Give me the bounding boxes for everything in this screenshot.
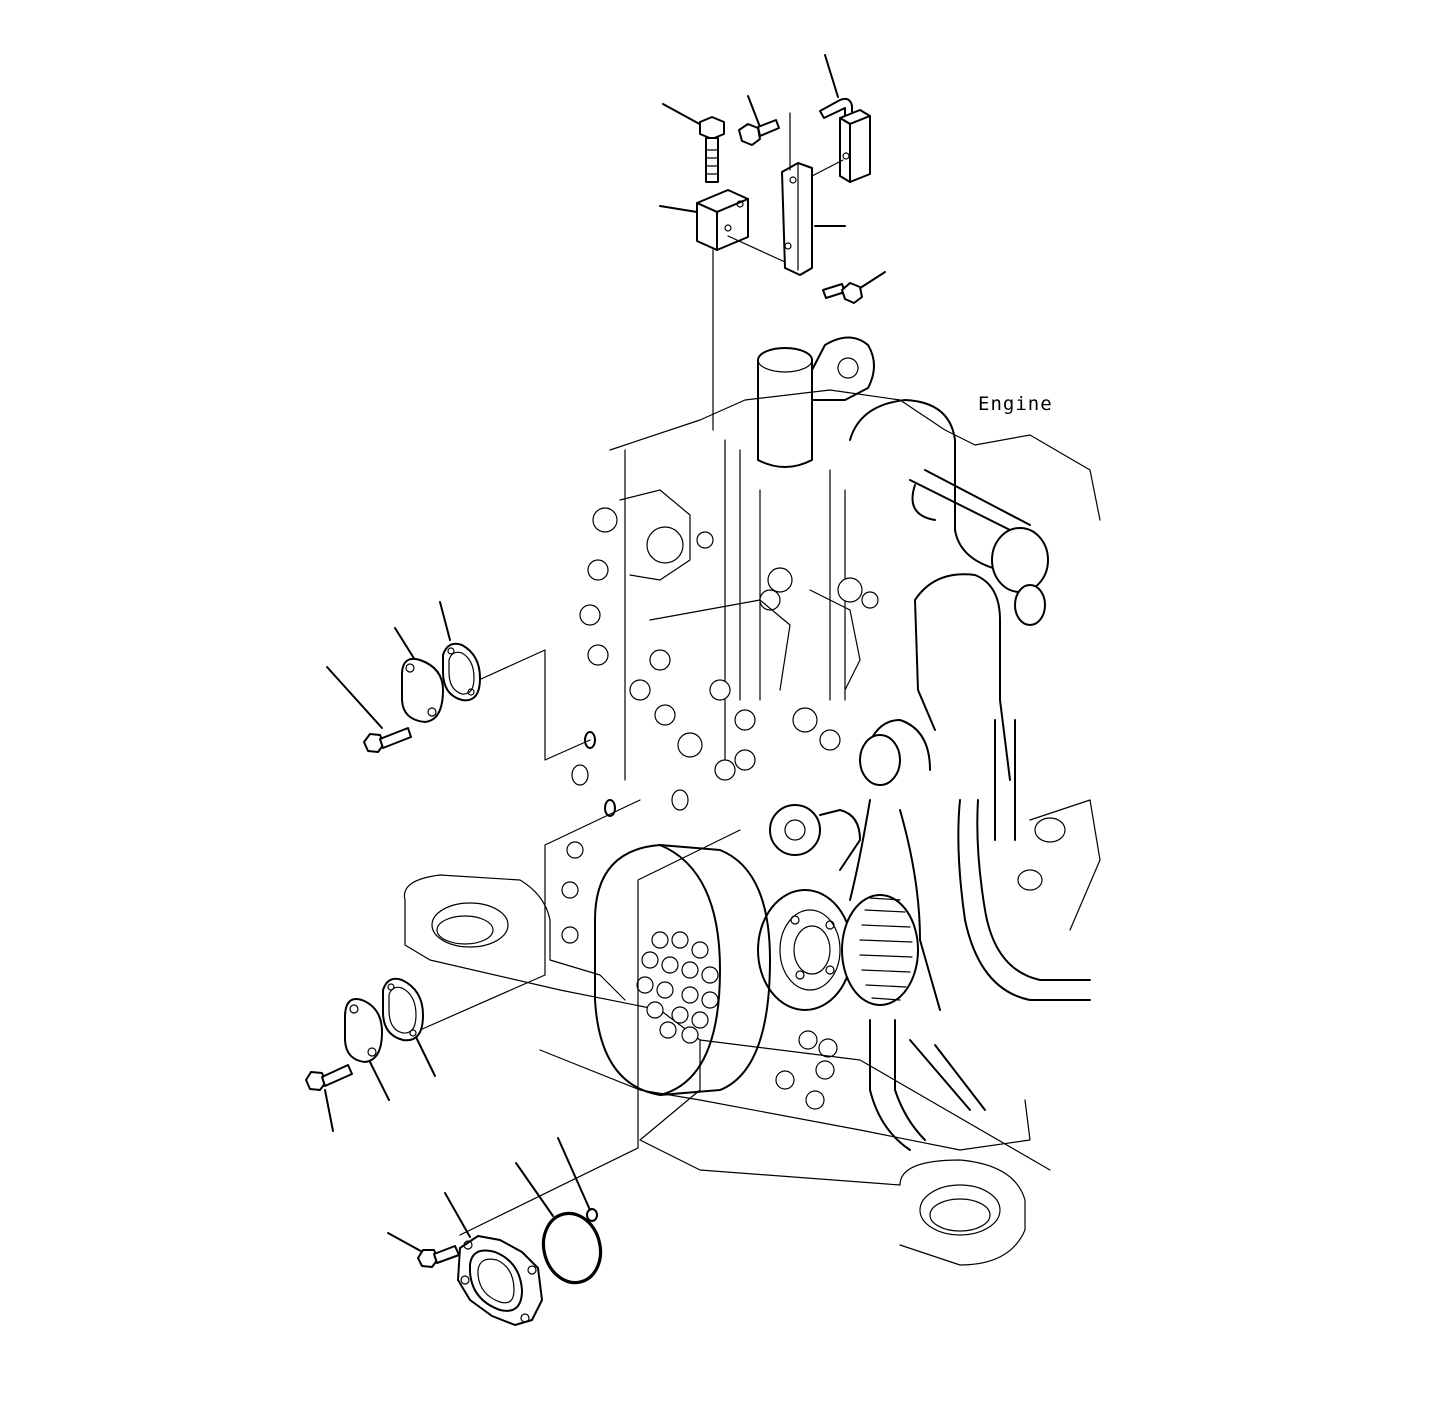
crank-pulley: [757, 889, 853, 1011]
lower-bolts: [561, 841, 838, 1110]
seal-housing-bolt: [417, 1245, 460, 1268]
lower-cover-bolt: [305, 1064, 353, 1091]
left-ports: [579, 489, 714, 666]
upper-cover-gasket: [442, 642, 481, 702]
seal-housing: [457, 1235, 543, 1326]
upper-cover-bolt: [363, 727, 412, 753]
l-pin: [819, 97, 853, 119]
flywheel-housing: [594, 844, 771, 1096]
bracket-plate: [781, 112, 844, 276]
intake-pipe: [849, 399, 1049, 593]
long-bolt: [699, 116, 725, 183]
right-hoses: [957, 719, 1101, 1001]
flywheel-bolt-cluster: [636, 931, 719, 1044]
upper-cover-plate: [401, 657, 444, 723]
left-block: [696, 189, 786, 431]
filter-canister: [757, 347, 813, 468]
lower-cover-plate: [344, 998, 383, 1063]
seal-housing-group: [387, 829, 741, 1326]
right-block: [839, 109, 871, 183]
lower-pipe: [869, 1019, 986, 1151]
lifting-eye: [811, 336, 875, 401]
pulley-tensioner: [769, 804, 861, 871]
upper-cover-group: [326, 601, 591, 761]
lower-cover-gasket: [382, 977, 424, 1042]
engine-label: Engine: [978, 393, 1053, 415]
center-fittings: [629, 567, 879, 781]
o-ring-small: [586, 1208, 598, 1222]
engine-frame: [403, 874, 1051, 1266]
alternator: [849, 719, 941, 1011]
engine-body: [561, 336, 1101, 1151]
short-bolt-top: [738, 119, 780, 146]
block-o-rings: [571, 731, 689, 817]
fan-pulley: [841, 894, 919, 1006]
elbow-pipe: [914, 573, 1046, 781]
o-ring-large: [541, 1211, 603, 1285]
short-bolt-lower: [822, 282, 863, 304]
top-bracket-assembly: [659, 54, 886, 431]
lower-cover-group: [305, 799, 641, 1132]
